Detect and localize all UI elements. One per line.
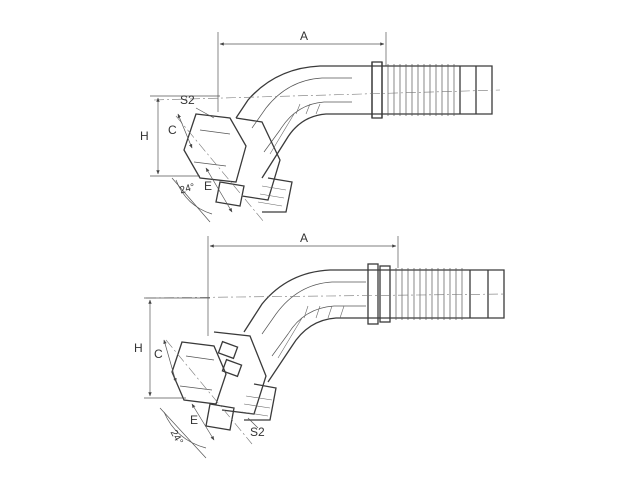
callout-s2-label: S2 — [250, 425, 265, 439]
dimension-e-label: E — [190, 413, 198, 427]
angle-24-top: 24° — [171, 177, 213, 223]
dimension-a-top: A — [217, 29, 387, 112]
section-hatch-bottom — [277, 305, 345, 359]
fitting-top: A — [140, 29, 501, 223]
dimension-h-label: H — [140, 129, 149, 143]
dimension-c-label: C — [168, 123, 177, 137]
fitting-bottom: A — [134, 231, 507, 459]
dimension-h-top: H — [140, 95, 220, 177]
hose-tail-ribs-bottom — [395, 268, 463, 320]
hose-tail-ribs-top — [387, 64, 455, 116]
centerline-diag-bottom — [165, 339, 253, 445]
centerline-h-bottom — [145, 293, 507, 299]
angle-label: 24° — [168, 428, 185, 447]
dimension-a-bottom: A — [207, 231, 399, 336]
hose-tail-top — [352, 61, 493, 119]
angle-label: 24° — [179, 182, 196, 197]
dimension-c-bottom: C — [154, 339, 177, 383]
dimension-h-bottom: H — [134, 297, 210, 399]
callout-s2-label: S2 — [180, 93, 195, 107]
bent-tube-bottom — [243, 269, 366, 383]
dimension-h-label: H — [134, 341, 143, 355]
dimension-e-top: E — [204, 167, 233, 213]
dimension-c-label: C — [154, 347, 163, 361]
callout-s2-top: S2 — [180, 93, 215, 119]
callout-s2-bottom: S2 — [247, 417, 265, 439]
bent-tube-top — [235, 65, 352, 179]
dimension-c-top: C — [168, 113, 193, 149]
nut-bottom — [171, 331, 277, 431]
hose-tail-bottom — [366, 263, 505, 325]
nut-top — [183, 113, 293, 213]
centerline-h-top — [153, 89, 501, 101]
section-hatch-top — [269, 103, 321, 155]
dimension-e-label: E — [204, 179, 212, 193]
centerline-diag-top — [175, 115, 265, 223]
dimension-e-bottom: E — [190, 403, 215, 441]
dimension-a-label: A — [300, 231, 308, 245]
dimension-a-label: A — [300, 29, 308, 43]
